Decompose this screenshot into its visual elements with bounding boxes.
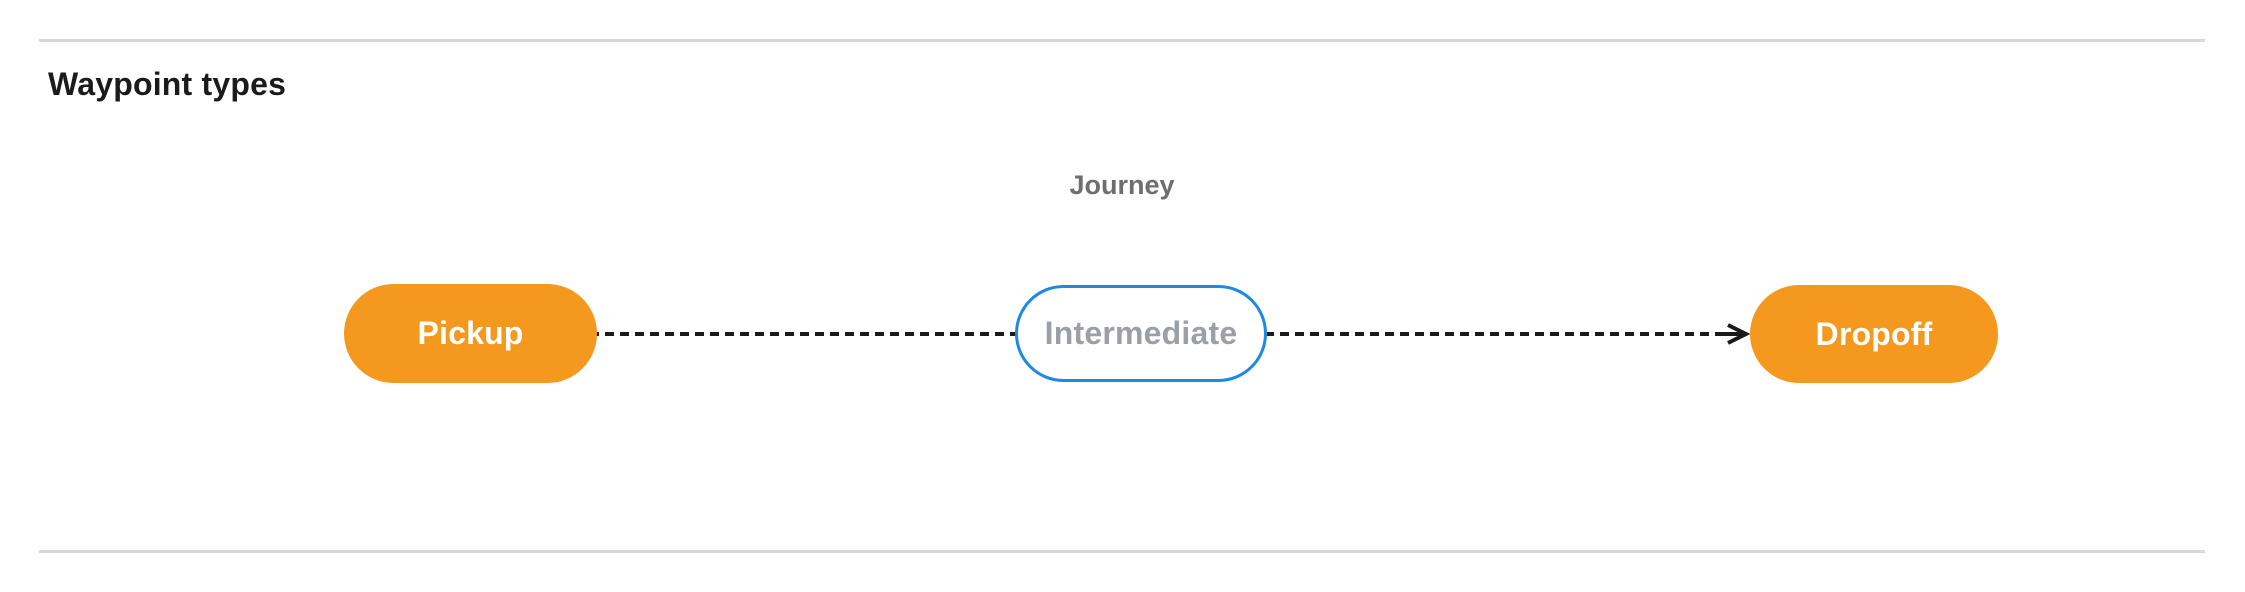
journey-label: Journey bbox=[1069, 170, 1175, 200]
section-title: Waypoint types bbox=[48, 66, 287, 102]
top-divider bbox=[39, 39, 2205, 42]
node-intermediate: Intermediate bbox=[1015, 285, 1267, 382]
bottom-divider bbox=[39, 550, 2205, 553]
node-dropoff: Dropoff bbox=[1750, 285, 1998, 383]
node-intermediate-label: Intermediate bbox=[1044, 315, 1238, 351]
node-dropoff-label: Dropoff bbox=[1815, 315, 1933, 352]
arrowhead-icon bbox=[1727, 323, 1751, 345]
node-pickup: Pickup bbox=[344, 284, 597, 383]
node-pickup-label: Pickup bbox=[417, 315, 524, 351]
